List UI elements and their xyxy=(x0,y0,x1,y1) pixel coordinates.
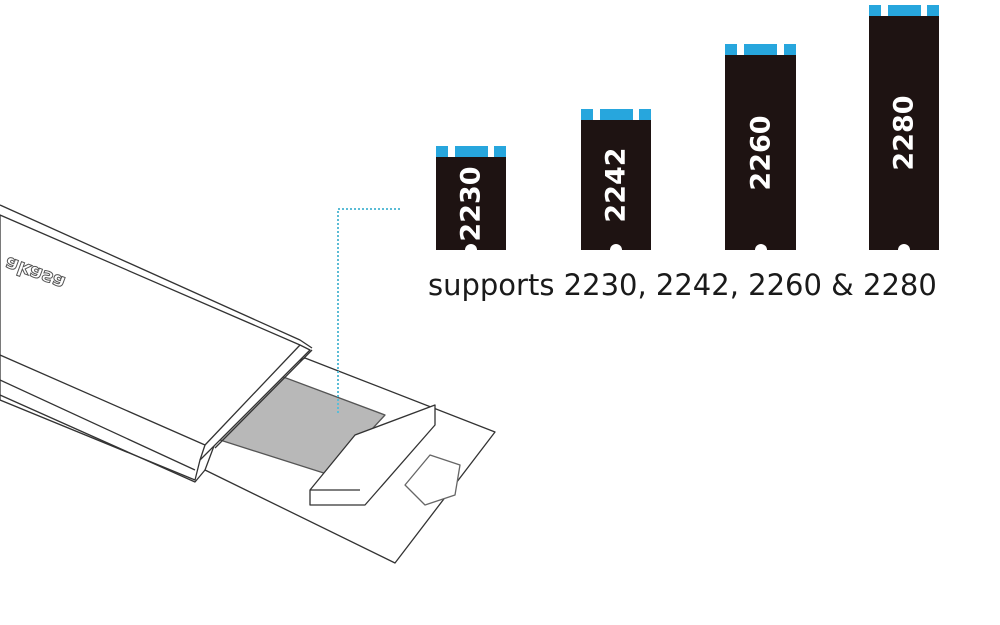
pins xyxy=(581,109,651,120)
supported-sizes-caption: supports 2230, 2242, 2260 & 2280 xyxy=(428,268,937,302)
card-label: 2242 xyxy=(600,147,632,223)
ssd-card-2242: 2242 xyxy=(581,109,651,256)
card-label: 2260 xyxy=(745,114,776,191)
connector-block xyxy=(309,404,436,506)
key-notch xyxy=(465,244,477,256)
pins xyxy=(725,44,796,55)
usb-port xyxy=(404,454,461,506)
ssd-card-2260: 2260 xyxy=(725,44,796,256)
key-notch xyxy=(754,244,767,256)
card-label: 2280 xyxy=(888,95,920,171)
pins xyxy=(436,146,506,157)
key-notch xyxy=(898,244,910,256)
key-notch xyxy=(610,244,622,256)
card-label: 2230 xyxy=(455,165,487,242)
ssd-card-2280: 2280 xyxy=(869,5,939,256)
ssd-card-2230: 2230 xyxy=(436,146,506,256)
pins xyxy=(869,5,939,16)
leader-line xyxy=(337,208,402,413)
